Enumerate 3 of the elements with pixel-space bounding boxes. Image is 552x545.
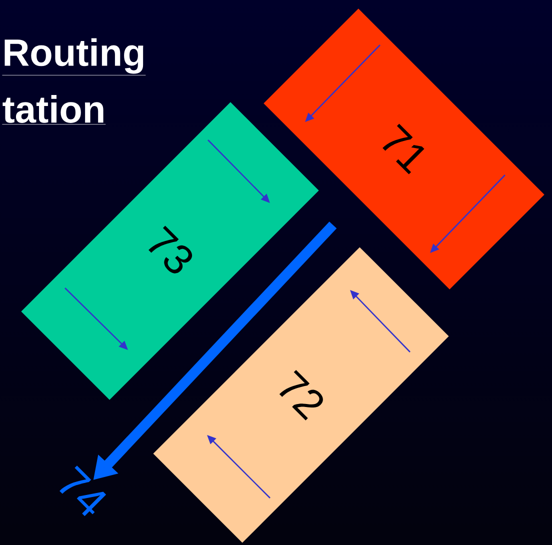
heading-text: Routing	[2, 38, 146, 76]
number-label: 74	[60, 466, 106, 516]
rotated-box: 71	[264, 8, 544, 290]
